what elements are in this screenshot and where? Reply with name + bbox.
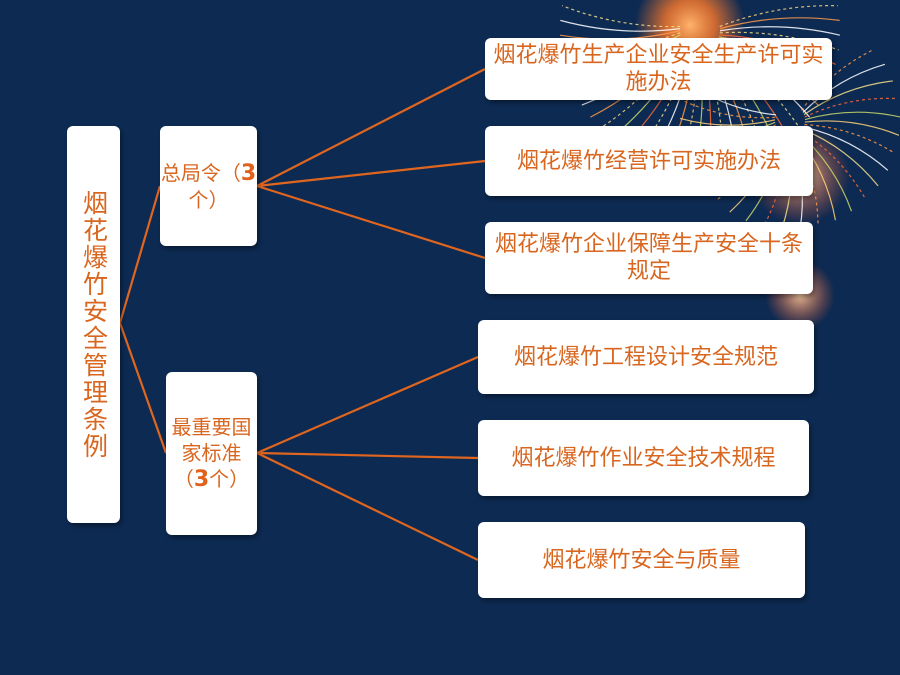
leaf-node-label: 烟花爆竹企业保障生产安全十条规定 bbox=[494, 232, 803, 284]
branch-node-1-label: 总局令（3个） bbox=[160, 160, 257, 212]
leaf-node-1-1: 烟花爆竹生产企业安全生产许可实施办法 bbox=[485, 38, 832, 100]
leaf-node-2-1: 烟花爆竹工程设计安全规范 bbox=[478, 320, 814, 394]
connector-branch-2-leaf-1 bbox=[256, 355, 479, 455]
connector-branch-2-leaf-2 bbox=[256, 451, 479, 460]
branch-node-1-count: 3 bbox=[240, 160, 257, 186]
leaf-node-label: 烟花爆竹工程设计安全规范 bbox=[513, 344, 778, 370]
branch-node-2: 最重要国家标准（3个） bbox=[166, 372, 257, 535]
leaf-node-2-2: 烟花爆竹作业安全技术规程 bbox=[478, 420, 809, 496]
leaf-node-1-2: 烟花爆竹经营许可实施办法 bbox=[485, 126, 813, 196]
branch-node-2-count: 3 bbox=[193, 467, 210, 492]
leaf-node-2-3: 烟花爆竹安全与质量 bbox=[478, 522, 805, 598]
leaf-node-label: 烟花爆竹生产企业安全生产许可实施办法 bbox=[493, 43, 824, 95]
connector-branch-1-leaf-1 bbox=[256, 68, 486, 187]
connector-branch-2-leaf-3 bbox=[256, 452, 479, 561]
leaf-node-label: 烟花爆竹作业安全技术规程 bbox=[511, 445, 776, 471]
leaf-node-1-3: 烟花爆竹企业保障生产安全十条规定 bbox=[485, 222, 813, 294]
connector-branch-1-leaf-2 bbox=[256, 159, 486, 188]
connector-root-branch-2 bbox=[118, 322, 168, 454]
connector-branch-1-leaf-3 bbox=[256, 184, 486, 260]
leaf-node-label: 烟花爆竹安全与质量 bbox=[542, 547, 741, 573]
connector-root-branch-1 bbox=[118, 185, 162, 324]
leaf-node-label: 烟花爆竹经营许可实施办法 bbox=[516, 148, 781, 174]
branch-node-1: 总局令（3个） bbox=[160, 126, 257, 246]
root-node: 烟花爆竹安全管理条例 bbox=[67, 126, 120, 523]
root-node-label: 烟花爆竹安全管理条例 bbox=[79, 189, 109, 460]
branch-node-2-label: 最重要国家标准（3个） bbox=[171, 415, 252, 492]
